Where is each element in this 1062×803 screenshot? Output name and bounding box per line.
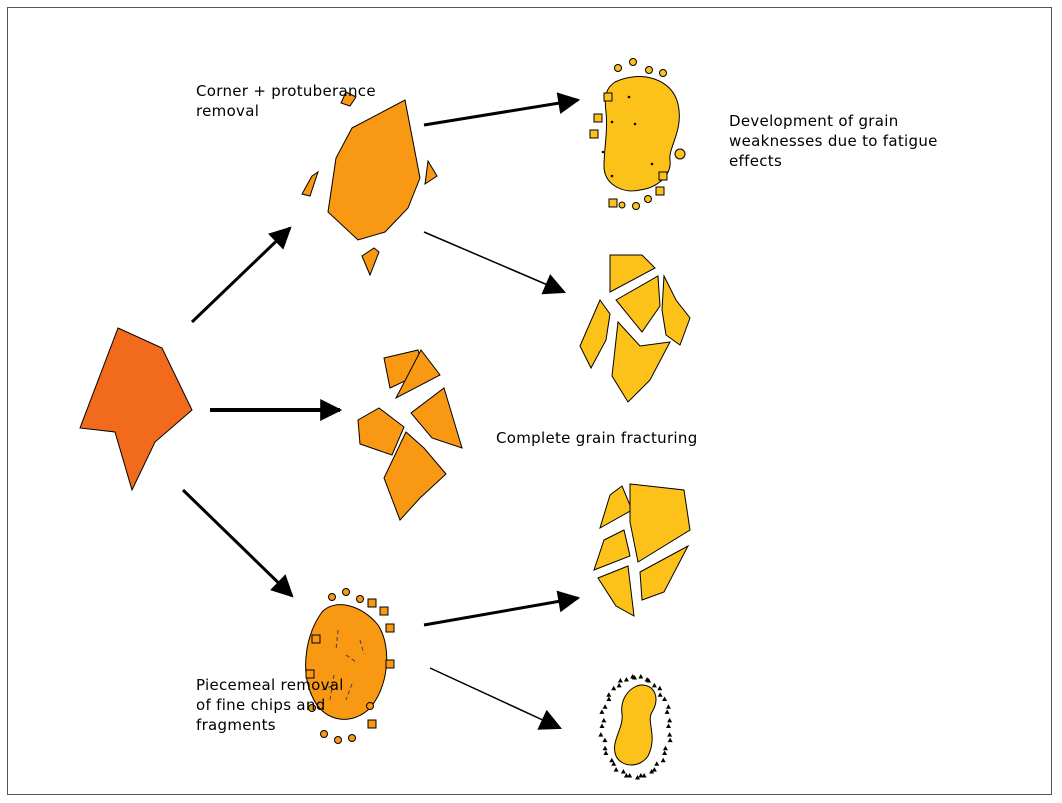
label-line: Corner + protuberance [196, 81, 376, 101]
fine-chip [599, 709, 604, 714]
label-line: effects [729, 151, 938, 171]
label-line: of fine chips and [196, 695, 344, 715]
original-grain [80, 328, 192, 490]
label-fatigue-effects: Development of grain weaknesses due to f… [729, 111, 938, 171]
label-line: Complete grain fracturing [496, 428, 698, 448]
fine-chip [638, 773, 643, 778]
fine-chip [657, 686, 662, 691]
fine-chip [603, 751, 608, 756]
fine-chip [614, 767, 619, 772]
label-complete-fracturing: Complete grain fracturing [496, 428, 698, 448]
fine-chip [602, 738, 607, 743]
fine-chip [668, 738, 673, 743]
fine-chip [603, 746, 608, 751]
fine-chip [665, 709, 670, 714]
arrows-from-original [183, 228, 340, 596]
fine-chip [652, 683, 657, 688]
label-line: Piecemeal removal [196, 675, 344, 695]
fine-chip [598, 732, 603, 737]
arrow-to-fractured-upper [424, 232, 564, 292]
fine-chip [617, 683, 622, 688]
fractured-grain-middle [358, 350, 462, 520]
arrow-to-corner-removal [192, 228, 290, 322]
fine-chipped-grain [598, 674, 672, 779]
fine-chip [621, 769, 626, 774]
fine-chip [601, 718, 606, 723]
fine-chip [658, 692, 663, 697]
label-corner-removal: Corner + protuberance removal [196, 81, 376, 121]
chip [362, 248, 379, 275]
label-line: removal [196, 101, 376, 121]
fine-chip [624, 773, 629, 778]
fine-chip [661, 758, 666, 763]
fine-chip [638, 674, 643, 679]
chip [425, 161, 437, 184]
chip [302, 172, 318, 196]
fine-chip [662, 751, 667, 756]
arrow-to-fine-chipped [430, 668, 560, 728]
fine-chip [624, 677, 629, 682]
fractured-grain-lower [594, 484, 690, 616]
arrow-to-fractured-lower [424, 598, 578, 625]
fine-chip [666, 724, 671, 729]
fine-chip [609, 758, 614, 763]
arrow-to-piecemeal [183, 490, 292, 596]
fine-chip [662, 696, 667, 701]
fine-chip [663, 746, 668, 751]
fine-chip [666, 704, 671, 709]
label-piecemeal-removal: Piecemeal removal of fine chips and frag… [196, 675, 344, 735]
fractured-grain-upper [580, 255, 690, 402]
arrow-to-fatigue-grain [424, 100, 578, 125]
fine-chip [654, 761, 659, 766]
label-line: Development of grain [729, 111, 938, 131]
fine-chip [611, 686, 616, 691]
fatigue-grain [590, 59, 685, 210]
fine-chip [606, 696, 611, 701]
fine-chip [606, 692, 611, 697]
fine-chip [603, 704, 608, 709]
label-line: weaknesses due to fatigue [729, 131, 938, 151]
fine-chip [618, 678, 623, 683]
fine-chip [600, 724, 605, 729]
label-line: fragments [196, 715, 344, 735]
fine-chip [667, 718, 672, 723]
fine-chip [667, 732, 672, 737]
